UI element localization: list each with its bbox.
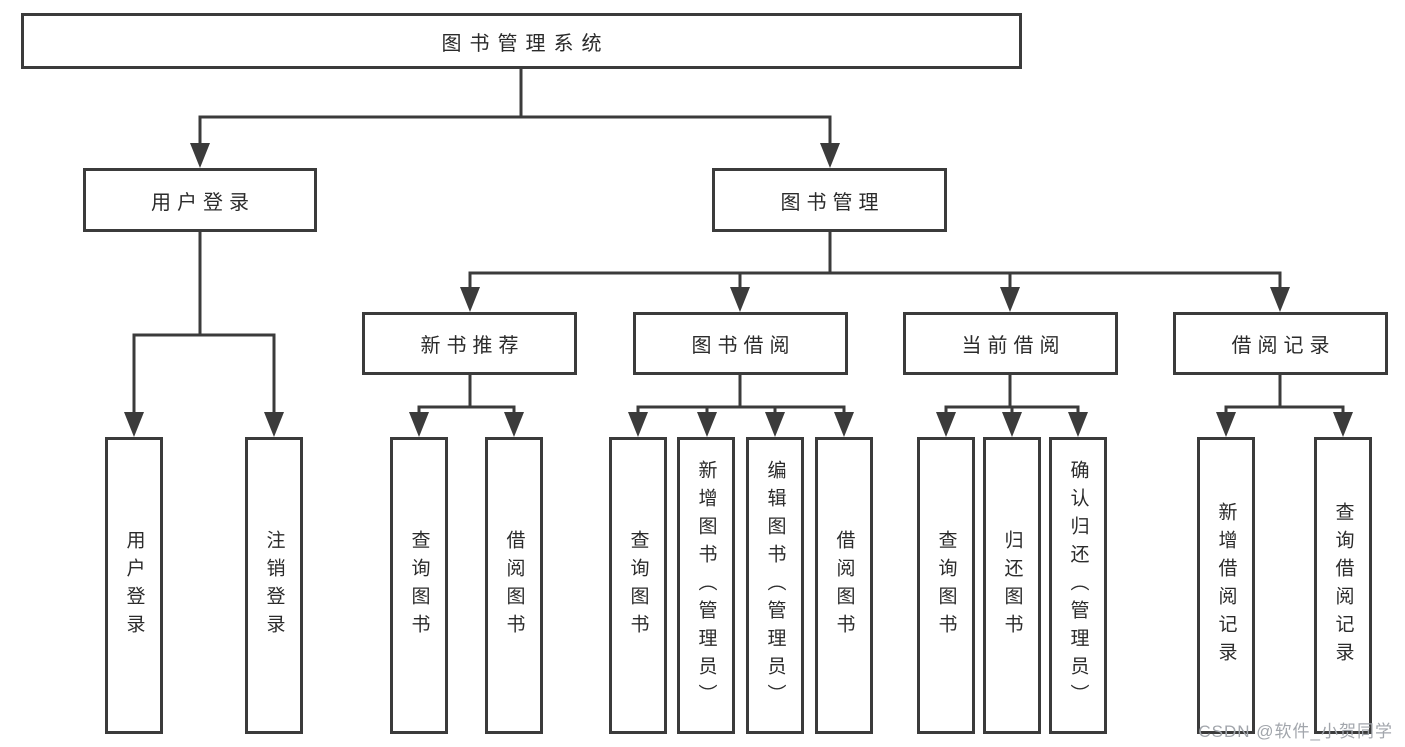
leaf-label: 归还图书 (1001, 529, 1023, 642)
leaf-label: 新增图书（管理员） (695, 459, 717, 712)
leaf-borrowing-edit-books-admin: 编辑图书（管理员） (746, 437, 804, 734)
leaf-label: 查询借阅记录 (1332, 501, 1354, 670)
leaf-label: 用户登录 (123, 529, 145, 642)
leaf-current-query-books: 查询图书 (917, 437, 975, 734)
leaf-current-return-books: 归还图书 (983, 437, 1041, 734)
node-new-book-recommend: 新书推荐 (362, 312, 577, 375)
node-user-login: 用户登录 (83, 168, 317, 232)
leaf-label: 借阅图书 (833, 529, 855, 642)
leaf-current-confirm-return-admin: 确认归还（管理员） (1049, 437, 1107, 734)
leaf-records-query-borrow-record: 查询借阅记录 (1314, 437, 1372, 734)
leaf-borrowing-query-books: 查询图书 (609, 437, 667, 734)
leaf-label: 查询图书 (935, 529, 957, 642)
leaf-label: 注销登录 (263, 529, 285, 642)
node-current-borrowing: 当前借阅 (903, 312, 1118, 375)
leaf-label: 借阅图书 (503, 529, 525, 642)
node-borrowing-records: 借阅记录 (1173, 312, 1388, 375)
leaf-borrowing-add-books-admin: 新增图书（管理员） (677, 437, 735, 734)
leaf-borrowing-borrow-books: 借阅图书 (815, 437, 873, 734)
leaf-newbook-borrow-books: 借阅图书 (485, 437, 543, 734)
leaf-label: 确认归还（管理员） (1067, 459, 1089, 712)
leaf-user-login: 用户登录 (105, 437, 163, 734)
node-book-management: 图书管理 (712, 168, 947, 232)
leaf-label: 查询图书 (408, 529, 430, 642)
leaf-label: 新增借阅记录 (1215, 501, 1237, 670)
csdn-watermark: CSDN @软件_小贺同学 (1198, 722, 1393, 741)
leaf-label: 编辑图书（管理员） (764, 459, 786, 712)
leaf-label: 查询图书 (627, 529, 649, 642)
leaf-newbook-query-books: 查询图书 (390, 437, 448, 734)
node-library-management-system: 图书管理系统 (21, 13, 1022, 69)
node-book-borrowing: 图书借阅 (633, 312, 848, 375)
leaf-records-add-borrow-record: 新增借阅记录 (1197, 437, 1255, 734)
leaf-logout: 注销登录 (245, 437, 303, 734)
